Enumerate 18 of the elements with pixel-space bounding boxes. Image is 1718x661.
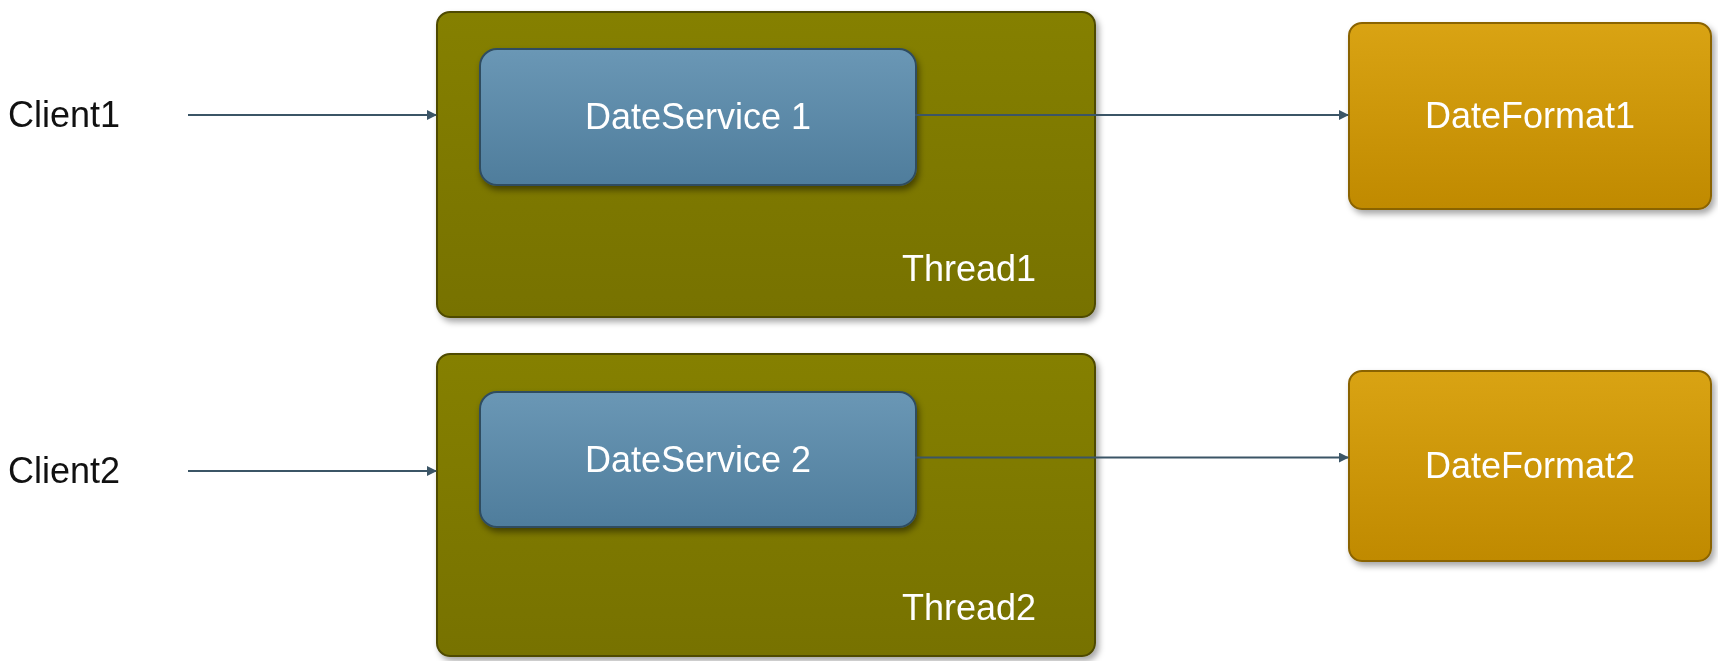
thread-box bbox=[436, 11, 1096, 318]
arrow bbox=[914, 110, 1349, 120]
arrow bbox=[187, 466, 437, 476]
node-label: DateService 1 bbox=[584, 97, 812, 137]
node-label: Client2 bbox=[8, 450, 121, 492]
node-label: DateFormat2 bbox=[1424, 445, 1636, 487]
format-box bbox=[1348, 370, 1712, 562]
thread-box bbox=[436, 353, 1096, 657]
arrow bbox=[914, 452, 1349, 463]
node-label: DateService 2 bbox=[584, 439, 812, 480]
node-label: Client1 bbox=[8, 94, 121, 136]
node-label: Thread2 bbox=[901, 587, 1036, 629]
service-box bbox=[479, 391, 917, 528]
arrow bbox=[187, 110, 437, 120]
node-label: Thread1 bbox=[901, 248, 1036, 290]
format-box bbox=[1348, 22, 1712, 210]
node-label: DateFormat1 bbox=[1424, 95, 1636, 137]
service-box bbox=[479, 48, 917, 186]
